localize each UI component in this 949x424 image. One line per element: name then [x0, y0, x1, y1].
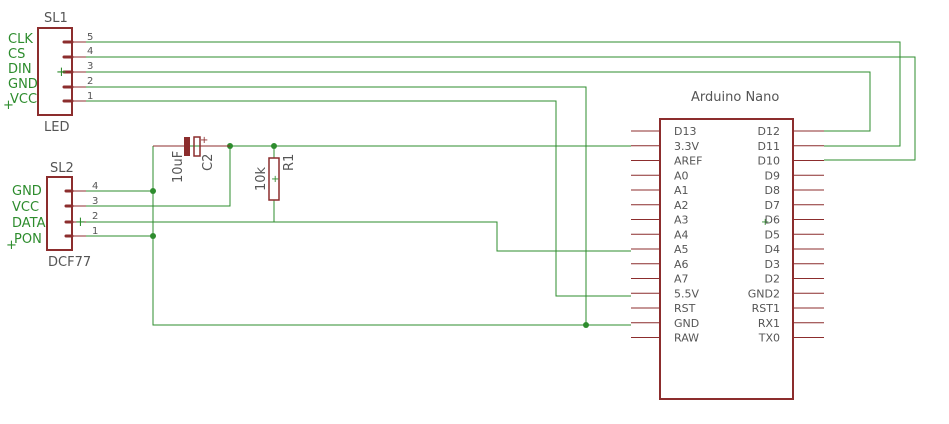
sl2-pins — [64, 189, 86, 238]
c2-plate-negative — [184, 137, 190, 156]
sl1-pin-number: 2 — [87, 76, 93, 87]
sl1-signal-label: CLK — [8, 32, 33, 47]
arduino-pin-label-left: A4 — [674, 228, 689, 241]
arduino-pin-label-right: D9 — [765, 169, 780, 182]
arduino-pin-label-right: D6 — [765, 214, 780, 227]
sl1-pin-number: 1 — [87, 91, 93, 102]
arduino-pin-label-left: 5.5V — [674, 287, 699, 300]
arduino-pin-label-left: RAW — [674, 332, 699, 345]
arduino-pin-label-right: D7 — [765, 199, 780, 212]
c2-name-label: C2 — [201, 154, 216, 171]
arduino-pin-label-right: TX0 — [758, 332, 780, 345]
r1-body — [268, 157, 280, 201]
sl1-pin-number: 5 — [87, 32, 93, 43]
origin-cross: + — [761, 217, 769, 228]
sl1-pin-number: 3 — [87, 61, 93, 72]
sl2-signal-label: DATA — [12, 216, 46, 231]
arduino-pin-label-left: RST — [674, 302, 696, 315]
arduino-nano[interactable]: Arduino Nano + D13 3.3V AREFA0A1A2A3A4A5A6… — [631, 90, 824, 400]
junction-dot — [271, 143, 277, 149]
wire-clk-d12 — [86, 41, 901, 147]
arduino-pin-label-right: D3 — [765, 258, 780, 271]
arduino-pin-label-right: D8 — [765, 184, 780, 197]
sl1-part-label: LED — [44, 120, 69, 135]
arduino-pin-label-left: A7 — [674, 273, 689, 286]
junction-dot — [150, 233, 156, 239]
origin-cross: + — [75, 215, 86, 230]
arduino-pin-label-right: D4 — [765, 243, 780, 256]
arduino-title: Arduino Nano — [691, 90, 779, 105]
sl1-pins — [62, 40, 86, 103]
junction-dot — [583, 322, 589, 328]
arduino-pin-label-left: A5 — [674, 243, 689, 256]
wire-cs-d11 — [86, 56, 916, 161]
sl1-pin-number: 4 — [87, 46, 93, 57]
r1-name-label: R1 — [282, 154, 297, 171]
sl2-pin-number: 1 — [92, 226, 98, 237]
c2-value-label: 10uF — [171, 151, 186, 183]
connector-sl1[interactable]: SL1 LED 5 4 3 2 1 CLK CS DIN GND VCC + + — [3, 11, 93, 135]
r1-value-label: 10k — [254, 166, 269, 191]
sl1-signal-label: VCC — [10, 92, 37, 107]
sl1-title: SL1 — [44, 11, 68, 26]
wires — [86, 41, 916, 326]
arduino-pin-label-left: A3 — [674, 214, 689, 227]
capacitor-c2[interactable]: + 10uF C2 — [153, 135, 230, 183]
sl2-pin-number: 3 — [92, 196, 98, 207]
wire-c2-gnd — [152, 146, 631, 326]
connector-sl2[interactable]: SL2 DCF77 4 3 2 1 GND VCC DATA PON + + — [6, 161, 98, 270]
sl2-pin-number: 4 — [92, 181, 98, 192]
wire-sl2-data — [86, 221, 631, 252]
origin-cross: + — [3, 98, 14, 113]
arduino-pin-label-right: D2 — [765, 273, 780, 286]
sl1-signal-label: DIN — [8, 62, 32, 77]
arduino-pin-label-left: A6 — [674, 258, 689, 271]
sl2-signal-label: GND — [12, 184, 42, 199]
arduino-body — [659, 118, 794, 400]
arduino-pin-label-right: D11 — [758, 140, 780, 153]
arduino-pin-label-right: D5 — [765, 228, 780, 241]
arduino-pin-label-left: A0 — [674, 169, 689, 182]
origin-cross: + — [6, 238, 17, 253]
wire-led-gnd — [86, 86, 587, 325]
sl2-signal-label: PON — [14, 232, 42, 247]
arduino-pin-label-right: D12 — [758, 125, 780, 138]
arduino-pin-label-left: A2 — [674, 199, 689, 212]
arduino-pin-label-left: D13 — [674, 125, 696, 138]
arduino-pin-label-left: AREF — [674, 155, 702, 168]
origin-cross: + — [56, 65, 67, 80]
wire-sl2-vcc — [86, 146, 231, 207]
sl2-body — [46, 176, 73, 251]
arduino-pin-label-left: GND — [674, 317, 699, 330]
sl2-pin-number: 2 — [92, 211, 98, 222]
arduino-pin-label-right: RX1 — [758, 317, 780, 330]
sl1-signal-label: GND — [8, 77, 38, 92]
polarity-plus-icon: + — [200, 135, 208, 146]
sl2-title: SL2 — [50, 161, 74, 176]
arduino-pin-label-right: D10 — [758, 155, 780, 168]
arduino-pin-label-left: A1 — [674, 184, 689, 197]
arduino-pin-label-right: RST1 — [752, 302, 780, 315]
wire-led-vcc — [86, 100, 631, 297]
sl1-signal-label: CS — [8, 47, 25, 62]
origin-cross: + — [271, 174, 279, 185]
resistor-r1[interactable]: + 10k R1 — [254, 154, 297, 201]
wire-din-d10 — [86, 71, 871, 132]
sl2-signal-label: VCC — [12, 200, 39, 215]
arduino-pin-label-left: 3.3V — [674, 140, 699, 153]
arduino-pin-label-right: GND2 — [748, 287, 780, 300]
junction-dot — [150, 188, 156, 194]
sl2-part-label: DCF77 — [48, 255, 91, 270]
